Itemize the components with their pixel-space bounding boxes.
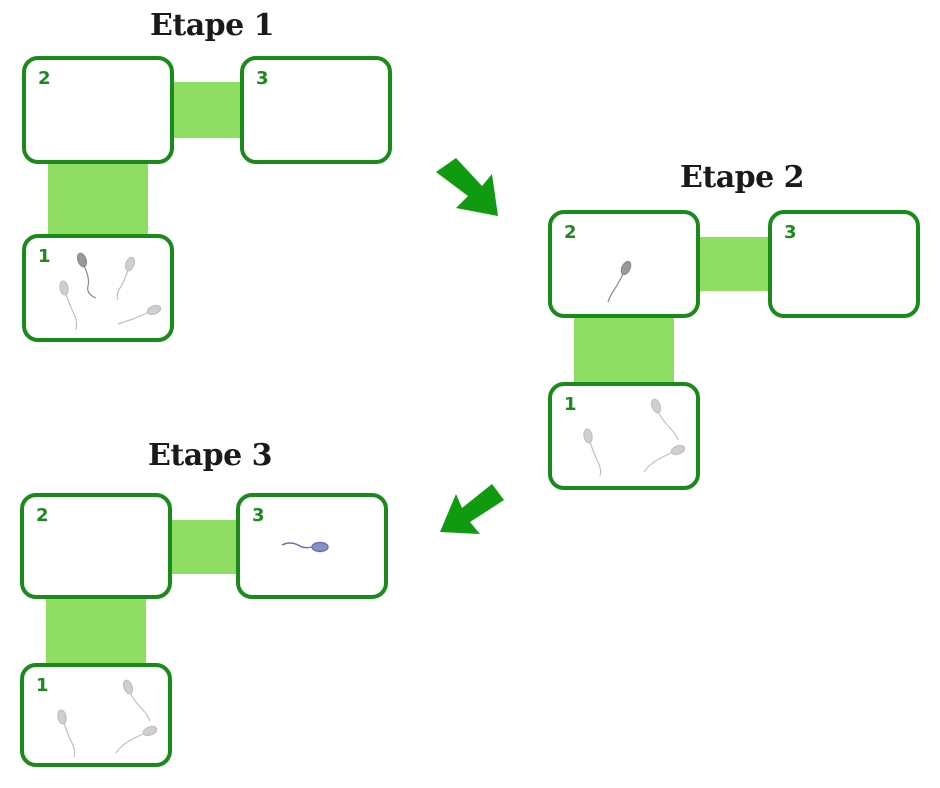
- arrow-icon: [440, 484, 504, 534]
- sperm-cell-icon: [607, 260, 632, 303]
- stage-1-connector-horizontal: [168, 82, 244, 138]
- sperm-cell-icon: [59, 280, 78, 331]
- box-number: 1: [564, 394, 577, 415]
- stage-2-box-3: 3: [768, 210, 920, 318]
- stage-1-title: Etape 1: [150, 8, 275, 43]
- stage-1-box-1: 1: [22, 234, 174, 342]
- sperm-cell-icon: [583, 428, 602, 477]
- box-number: 2: [36, 505, 49, 526]
- box-number: 3: [256, 68, 269, 89]
- stage-2-box-1: 1: [548, 382, 700, 490]
- sperm-cell-icon: [116, 256, 136, 301]
- box-number: 3: [784, 222, 797, 243]
- stage-3-connector-horizontal: [166, 520, 244, 574]
- stage-2-title: Etape 2: [680, 160, 805, 195]
- box-number: 1: [38, 246, 51, 267]
- stage-1-connector-vertical: [48, 158, 148, 238]
- stage-3-connector-vertical: [46, 592, 146, 670]
- sperm-cell-icon: [76, 252, 97, 299]
- stage-1-box-3: 3: [240, 56, 392, 164]
- box-number: 1: [36, 675, 49, 696]
- box-number: 2: [38, 68, 51, 89]
- box-number: 2: [564, 222, 577, 243]
- sperm-cell-icon: [117, 304, 162, 325]
- stage-3-box-2: 2: [20, 493, 172, 599]
- stage-1-box-2: 2: [22, 56, 174, 164]
- sperm-cell-icon: [643, 444, 686, 473]
- sperm-cell-icon: [57, 709, 76, 758]
- box-number: 3: [252, 505, 265, 526]
- stage-3-title: Etape 3: [148, 438, 273, 473]
- sperm-cell-icon: [122, 679, 151, 722]
- stage-3-box-1: 1: [20, 663, 172, 767]
- sperm-cell-icon: [281, 541, 329, 553]
- sperm-cell-icon: [115, 725, 158, 754]
- arrow-icon: [436, 158, 498, 216]
- stage-3-box-3: 3: [236, 493, 388, 599]
- stage-2-connector-horizontal: [694, 237, 774, 291]
- stage-2-connector-vertical: [574, 312, 674, 388]
- sperm-cell-icon: [650, 398, 679, 441]
- stage-2-box-2: 2: [548, 210, 700, 318]
